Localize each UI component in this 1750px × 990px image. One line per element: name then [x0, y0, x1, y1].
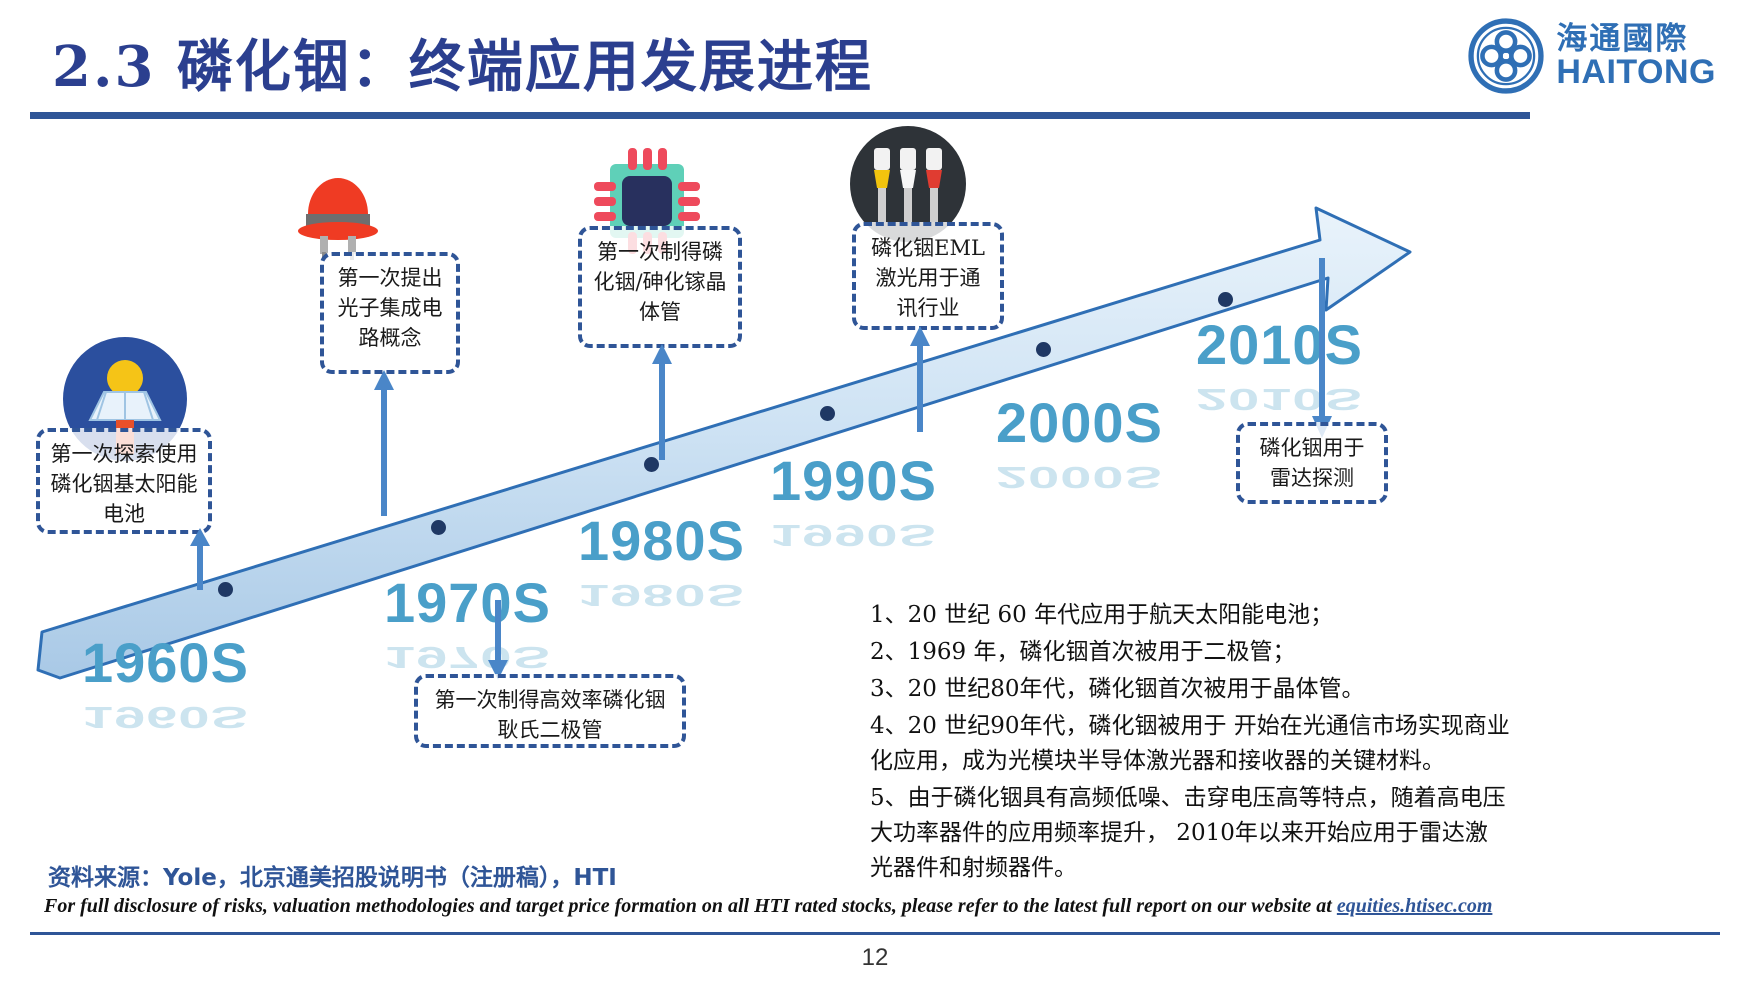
timeline-dot-1970	[431, 520, 446, 535]
logo-text-english: HAITONG	[1556, 52, 1716, 91]
timeline-dot-1990	[820, 406, 835, 421]
callout-transistor-text: 第一次制得磷化铟/砷化镓晶体管	[593, 240, 727, 324]
rca-connector-icon	[848, 124, 968, 249]
notes-list: 1、20 世纪 60 年代应用于航天太阳能电池； 2、1969 年，磷化铟首次被…	[870, 598, 1510, 888]
callout-solar-text: 第一次探索使用磷化铟基太阳能电池	[50, 442, 198, 526]
timeline-arrow	[20, 200, 1440, 700]
footer-divider	[30, 932, 1720, 935]
connector-1970-up	[372, 370, 396, 525]
callout-transistor[interactable]: 第一次制得磷化铟/砷化镓晶体管	[578, 226, 742, 348]
connector-2010	[1310, 258, 1334, 443]
callout-radar-text: 磷化铟用于雷达探测	[1259, 436, 1365, 490]
red-lamp-icon	[288, 152, 388, 267]
haitong-wordmark: 海通國際 HAITONG	[1556, 20, 1716, 91]
disclaimer-link[interactable]: equities.htisec.com	[1336, 895, 1493, 917]
callout-photonic-ic[interactable]: 第一次提出光子集成电路概念	[320, 252, 460, 374]
callout-photonic-ic-text: 第一次提出光子集成电路概念	[337, 266, 443, 350]
note-item-5: 5、由于磷化铟具有高频低噪、击穿电压高等特点，随着高电压大功率器件的应用频率提升…	[870, 784, 1506, 881]
note-item-3: 3、20 世纪80年代，磷化铟首次被用于晶体管。	[870, 675, 1365, 702]
disclaimer: For full disclosure of risks, valuation …	[44, 895, 1704, 918]
connector-1970-down	[486, 600, 510, 685]
logo-text-chinese: 海通國際	[1556, 20, 1689, 57]
callout-eml-laser[interactable]: 磷化铟EML激光用于通讯行业	[852, 222, 1004, 330]
decade-label-1990: 1990S 1990S	[770, 449, 937, 553]
decade-label-2000: 2000S 2000S	[996, 391, 1163, 495]
decade-label-1960: 1960S 1960S	[82, 631, 249, 735]
connector-1980	[650, 344, 674, 469]
callout-solar[interactable]: 第一次探索使用磷化铟基太阳能电池	[36, 428, 212, 534]
page-number: 12	[861, 944, 889, 971]
callout-radar[interactable]: 磷化铟用于雷达探测	[1236, 422, 1388, 504]
decade-label-1970: 1970S 1970S	[384, 571, 551, 675]
haitong-logo-mark-icon	[1468, 18, 1544, 94]
timeline-dot-2000	[1036, 342, 1051, 357]
header-divider	[30, 112, 1530, 119]
timeline-dot-1960	[218, 582, 233, 597]
disclaimer-text: For full disclosure of risks, valuation …	[44, 895, 1337, 917]
source-line: 资料来源：Yole，北京通美招股说明书（注册稿），HTI	[48, 865, 617, 891]
decade-label-2010: 2010S 2010S	[1196, 313, 1363, 417]
connector-1960	[188, 528, 212, 599]
callout-gunn-diode[interactable]: 第一次制得高效率磷化铟耿氏二极管	[414, 674, 686, 748]
page-title: 2.3 磷化铟：终端应用发展进程	[52, 34, 873, 100]
connector-1990	[908, 326, 932, 441]
note-item-2: 2、1969 年，磷化铟首次被用于二极管；	[870, 638, 1296, 665]
callout-eml-laser-text: 磷化铟EML激光用于通讯行业	[871, 236, 985, 320]
note-item-4: 4、20 世纪90年代，磷化铟被用于 开始在光通信市场实现商业化应用，成为光模块…	[870, 712, 1510, 774]
chip-icon	[592, 146, 702, 261]
haitong-logo: 海通國際 HAITONG	[1468, 18, 1716, 94]
callout-gunn-diode-text: 第一次制得高效率磷化铟耿氏二极管	[434, 688, 666, 742]
timeline-dot-2010	[1218, 292, 1233, 307]
decade-label-1980: 1980S 1980S	[578, 509, 745, 613]
note-item-1: 1、20 世纪 60 年代应用于航天太阳能电池；	[870, 602, 1334, 628]
timeline-dot-1980	[644, 457, 659, 472]
